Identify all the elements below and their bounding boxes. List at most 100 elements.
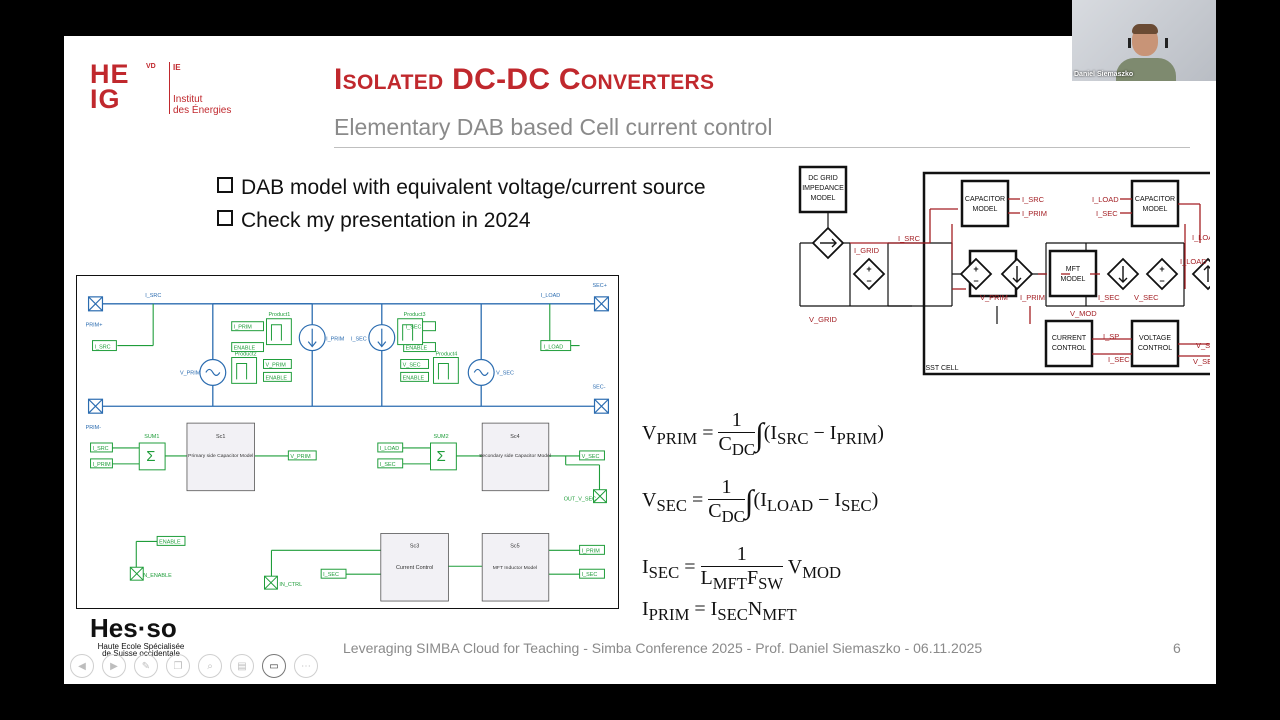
schem-label: Sc5: [510, 543, 519, 549]
schem-label: I_SEC: [323, 572, 339, 578]
schem-label: V_SEC: [496, 370, 514, 376]
block-label: I_GRID: [854, 246, 880, 255]
schem-label: ENABLE: [403, 375, 425, 381]
copy-icon[interactable]: ❐: [166, 654, 190, 678]
bullet-item: Check my presentation in 2024: [217, 209, 531, 233]
schem-label: Current Control: [396, 565, 433, 571]
schem-label: Sc4: [510, 434, 519, 440]
participant-name: Daniel Siemaszko: [1074, 71, 1134, 78]
block-label: MODEL: [973, 206, 998, 213]
bullet-item: DAB model with equivalent voltage/curren…: [217, 176, 706, 200]
title-divider: [334, 147, 1190, 148]
schem-label: SEC+: [593, 283, 607, 289]
block-label: I_LOAD: [1180, 257, 1207, 266]
heig-logo-ie: IE: [173, 63, 181, 72]
svg-text:Σ: Σ: [436, 449, 445, 465]
block-label: MODEL: [811, 195, 836, 202]
participant-video-thumbnail[interactable]: Daniel Siemaszko: [1072, 0, 1216, 81]
svg-text:−: −: [973, 276, 978, 286]
svg-text:Σ: Σ: [146, 449, 155, 465]
schem-label: I_PRIM: [326, 337, 345, 343]
schem-label: PRIM+: [86, 323, 103, 329]
schem-label: I_PRIM: [93, 462, 112, 468]
schem-label: V_PRIM: [180, 370, 201, 376]
block-label: V_SP: [1196, 341, 1210, 350]
schem-label: V_PRIM: [265, 362, 286, 368]
schem-label: OUT_V_SEC: [564, 497, 596, 503]
schem-label: I_SEC: [351, 337, 367, 343]
block-label: CONTROL: [1052, 345, 1086, 352]
svg-text:−: −: [866, 276, 871, 286]
schem-label: Sc3: [410, 543, 419, 549]
institute-line1: Institut: [173, 94, 203, 105]
presentation-slide: HE IG VD IE Institut des Énergies Isolat…: [64, 36, 1216, 684]
hes-so-line1: Haute Ecole Spécialisée: [97, 642, 185, 651]
forward-icon[interactable]: ▶: [102, 654, 126, 678]
heig-logo-institute: Institut des Énergies: [173, 94, 231, 116]
zoom-icon[interactable]: ⌕: [198, 654, 222, 678]
block-label: I_SEC: [1096, 209, 1118, 218]
schem-label: Product1: [268, 312, 290, 318]
schem-label: Sc1: [216, 434, 225, 440]
more-icon[interactable]: ⋯: [294, 654, 318, 678]
hes-so-logo: Hes·so Haute Ecole Spécialisée de Suisse…: [90, 613, 192, 658]
schem-label: I_PRIM: [582, 548, 601, 554]
participant-hair: [1132, 24, 1158, 34]
schem-label: I_LOAD: [541, 293, 560, 299]
equation-i-prim: IPRIM = ISECNMFT: [642, 598, 797, 624]
heig-logo-line1: HE: [90, 59, 130, 89]
checkbox-icon: [217, 210, 233, 226]
block-label: I_SRC: [1022, 195, 1045, 204]
block-label: I_PRIM: [1022, 209, 1047, 218]
block-label: V_MOD: [1070, 309, 1097, 318]
camera-icon[interactable]: ▭: [262, 654, 286, 678]
block-label: V_SEC: [1193, 357, 1210, 366]
schem-label: SUM2: [433, 434, 448, 440]
schem-label: V_SEC: [403, 362, 421, 368]
schem-label: I_SEC: [380, 462, 396, 468]
simba-schematic: Σ Σ I_SRC SEC+ I_LOAD PRIM+ PRIM- SEC- I…: [76, 275, 619, 609]
schem-label: I_SRC: [95, 345, 111, 351]
block-label: I_SEC: [1108, 355, 1130, 364]
schem-label: I_SEC: [406, 325, 422, 331]
schem-label: MFT Inductor Model: [493, 565, 537, 571]
slide-subtitle: Elementary DAB based Cell current contro…: [334, 114, 773, 140]
block-label: MODEL: [1061, 276, 1086, 283]
svg-text:+: +: [1159, 264, 1164, 274]
page-number: 6: [1173, 640, 1181, 656]
institute-line2: des Énergies: [173, 105, 232, 116]
schem-label: Product4: [435, 352, 457, 358]
svg-text:+: +: [973, 264, 978, 274]
hes-so-line2: de Suisse occidentale: [102, 649, 180, 658]
block-label: DC GRID: [808, 175, 838, 182]
block-label: CAPACITOR: [965, 196, 1005, 203]
block-label: V_PRIM: [980, 293, 1008, 302]
hes-so-name: Hes·so: [90, 613, 177, 643]
participant-silhouette: [1116, 58, 1176, 81]
back-icon[interactable]: ◀: [70, 654, 94, 678]
headset-icon: [1128, 38, 1168, 48]
slides-icon[interactable]: ▤: [230, 654, 254, 678]
schem-label: ENABLE: [265, 375, 287, 381]
block-label: V_SEC: [1134, 293, 1159, 302]
pen-icon[interactable]: ✎: [134, 654, 158, 678]
block-label: CURRENT: [1052, 335, 1087, 342]
schem-label: I_PRIM: [234, 325, 253, 331]
block-label: I_SP: [1103, 332, 1119, 341]
schem-label: I_LOAD: [380, 446, 399, 452]
heig-logo-line2: IG: [90, 84, 121, 114]
block-label: I_SEC: [1098, 293, 1120, 302]
checkbox-icon: [217, 177, 233, 193]
block-label: I_SRC: [898, 234, 921, 243]
schem-label: V_PRIM: [290, 454, 311, 460]
block-label: MODEL: [1143, 206, 1168, 213]
block-label: V_GRID: [809, 315, 838, 324]
schem-label: I_SRC: [93, 446, 109, 452]
sst-cell-block-diagram: +− +− +− I_GRID I_SRC: [798, 165, 1210, 376]
block-label: CAPACITOR: [1135, 196, 1175, 203]
block-label: MFT: [1066, 266, 1081, 273]
schem-label: ENABLE: [234, 346, 256, 352]
block-label: CONTROL: [1138, 345, 1172, 352]
